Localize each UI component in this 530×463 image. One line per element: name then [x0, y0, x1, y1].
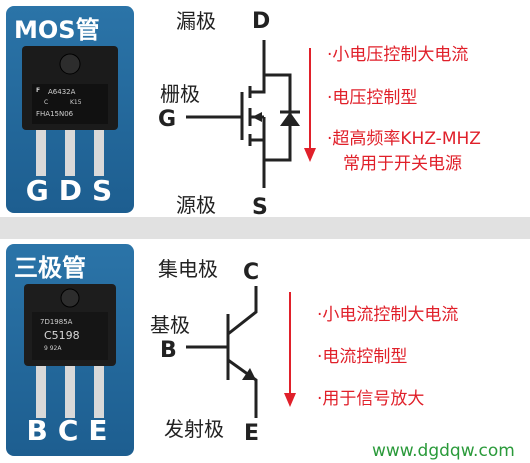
emitter-label: 发射极 — [164, 417, 224, 441]
mos-red-arrow-head — [304, 148, 316, 162]
bjt-package-image: 7D1985A C5198 9 92A — [24, 284, 116, 418]
body-arrow — [252, 112, 262, 122]
mos-feature-2: ·电压控制型 — [327, 88, 417, 108]
bjt-feature-2: ·电流控制型 — [317, 347, 407, 367]
mos-feature-3: ·超高频率KHZ-MHZ — [327, 129, 481, 149]
drain-letter: D — [252, 9, 270, 34]
bjt-chip-line-3: 9 92A — [44, 345, 62, 352]
emitter-arrow — [242, 368, 256, 380]
bjt-mount-hole — [60, 288, 80, 308]
mos-mount-hole — [59, 53, 81, 75]
base-label: 基极 — [150, 313, 190, 337]
mos-title: MOS管 — [14, 16, 100, 44]
mos-chip-face — [32, 84, 108, 124]
mos-chip-line-3: K15 — [70, 99, 82, 106]
bjt-pin-letters: BCE — [26, 414, 118, 447]
drain-label: 漏极 — [176, 9, 216, 33]
mos-package-image: F A6432A C K15 FHA15N06 — [22, 46, 118, 176]
mos-feature-1: ·小电压控制大电流 — [327, 45, 468, 65]
bjt-leg-e — [94, 362, 104, 418]
bjt-feature-3: ·用于信号放大 — [317, 389, 424, 409]
source-label: 源极 — [176, 193, 216, 217]
bjt-chip-face — [32, 312, 108, 360]
emitter-wire — [227, 358, 258, 418]
base-letter: B — [160, 338, 177, 363]
mos-panel: MOS管 F A6432A C K15 FHA15N06 GDS — [6, 6, 134, 213]
bjt-leg-c — [65, 362, 75, 418]
bjt-title: 三极管 — [14, 254, 86, 282]
mos-leg-d — [65, 126, 75, 176]
section-divider — [0, 217, 530, 239]
mos-leg-s — [94, 126, 104, 176]
gate-letter: G — [158, 107, 176, 132]
collector-letter: C — [243, 260, 259, 285]
diode-arrow — [280, 112, 300, 126]
mos-chip-line-2: C — [44, 99, 48, 106]
mos-chip-line-1: A6432A — [48, 88, 76, 96]
collector-wire — [227, 286, 258, 336]
bjt-leg-b — [36, 362, 46, 418]
mosfet-symbol — [186, 40, 300, 188]
bjt-chip-line-1: 7D1985A — [40, 318, 73, 326]
gate-label: 栅极 — [160, 82, 200, 106]
mos-leg-g — [36, 126, 46, 176]
mos-brand-logo: F — [36, 87, 40, 94]
drain-wire — [250, 40, 266, 94]
collector-label: 集电极 — [158, 257, 218, 281]
mos-chip-line-4: FHA15N06 — [36, 110, 74, 118]
emitter-letter: E — [244, 421, 259, 446]
bjt-chip-line-2: C5198 — [44, 329, 80, 342]
mos-feature-4: 常用于开关电源 — [343, 154, 462, 174]
source-wire — [250, 138, 266, 188]
mos-pin-letters: GDS — [25, 174, 123, 207]
bjt-feature-1: ·小电流控制大电流 — [317, 305, 458, 325]
bjt-red-arrow-head — [284, 393, 296, 407]
bjt-symbol — [186, 286, 258, 418]
source-letter: S — [252, 195, 268, 220]
watermark: www.dgdqw.com — [372, 441, 515, 461]
bjt-panel: 三极管 7D1985A C5198 9 92A BCE — [6, 244, 134, 456]
